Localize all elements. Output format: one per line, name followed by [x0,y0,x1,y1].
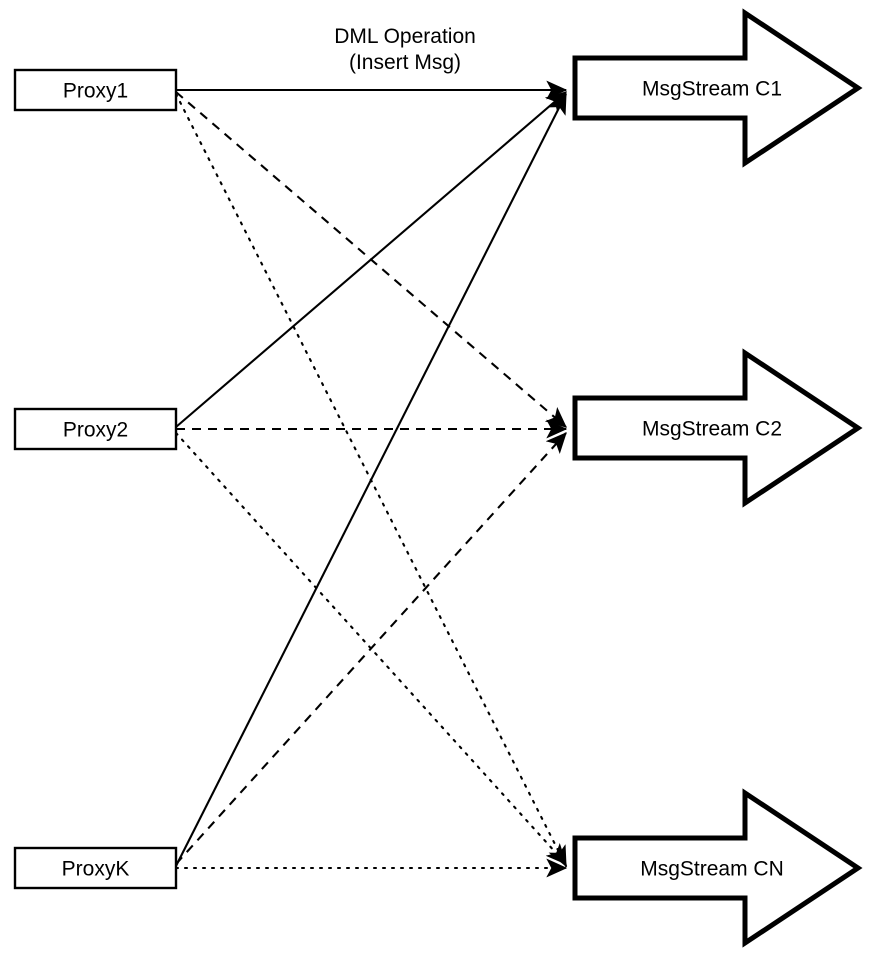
msgstream-arrow-shape [572,788,863,948]
proxy-label: Proxy2 [63,419,128,442]
connector-proxyK-to-stream-c2 [175,432,567,865]
proxy-node-proxyk[interactable]: ProxyK [13,846,178,890]
proxy-node-proxy1[interactable]: Proxy1 [13,68,178,112]
edge-caption: DML Operation (Insert Msg) [334,25,476,74]
proxy-box [13,846,178,890]
connector-proxyK-to-stream-c1 [175,92,567,867]
proxy-node-proxy2[interactable]: Proxy2 [13,407,178,451]
msgstream-node-stream-c1[interactable]: MsgStream C1 [572,8,863,168]
msgstream-label: MsgStream C2 [642,418,782,441]
edge-caption-line-1: DML Operation [334,25,476,48]
edges-layer [174,80,568,878]
proxy-box [13,407,178,451]
msgstream-node-stream-c2[interactable]: MsgStream C2 [572,348,863,508]
proxy-label: ProxyK [62,858,130,881]
msgstream-label: MsgStream C1 [642,78,782,101]
proxy-label: Proxy1 [63,80,128,103]
msgstream-node-stream-cn[interactable]: MsgStream CN [572,788,863,948]
msgstream-label: MsgStream CN [640,858,784,881]
edge-caption-line-2: (Insert Msg) [349,51,461,74]
streams-layer: MsgStream C1 MsgStream C2 MsgStream CN [572,8,863,948]
connector-proxy2-to-stream-c1 [175,91,567,428]
proxy-box [13,68,178,112]
msgstream-arrow-shape [572,8,863,168]
msgstream-arrow-shape [572,348,863,508]
